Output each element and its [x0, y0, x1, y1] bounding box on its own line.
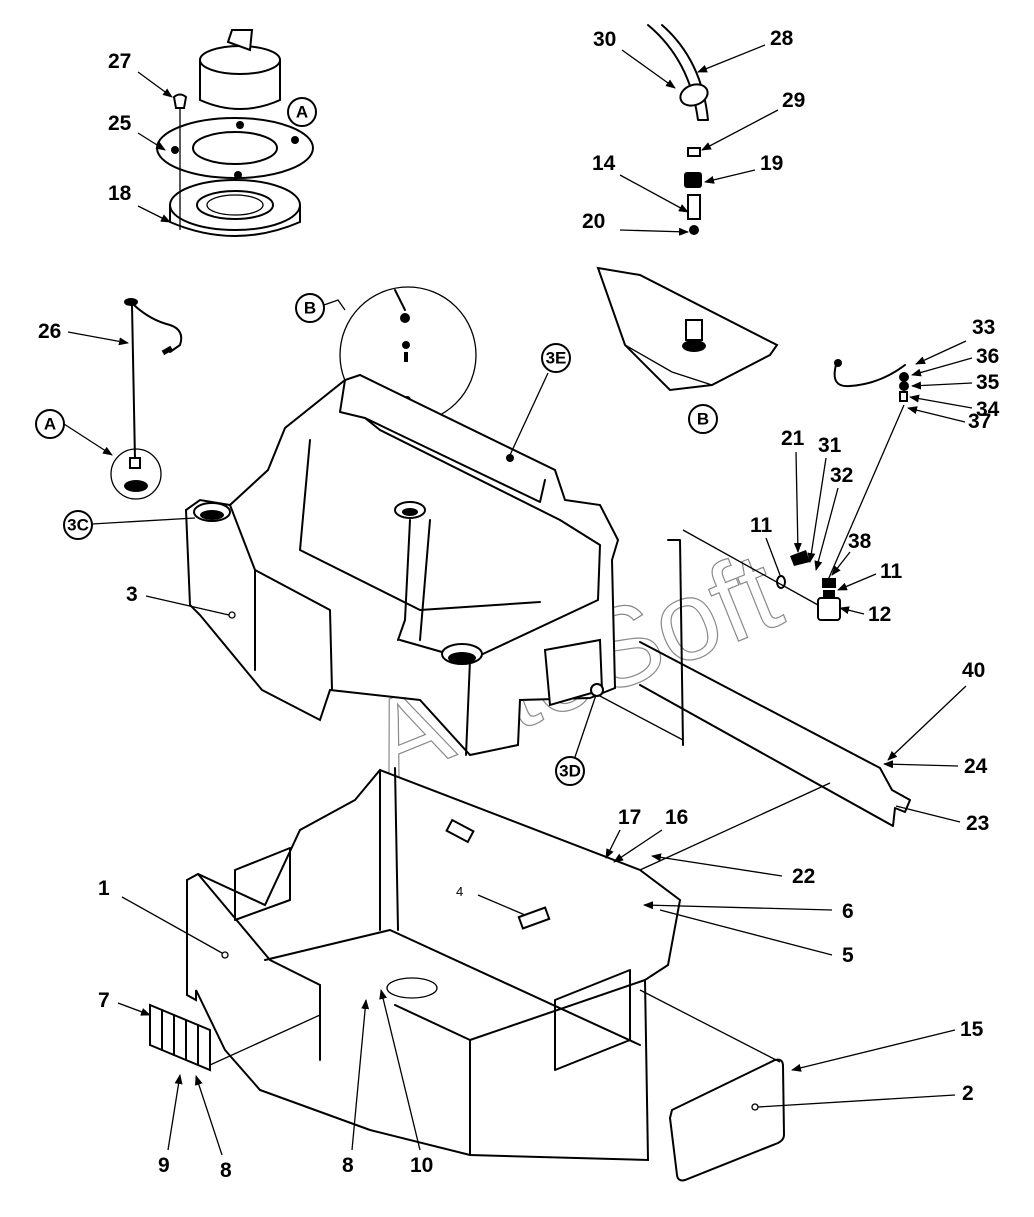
filler-hose-parts [647, 24, 709, 235]
fuel-tank [184, 373, 620, 757]
callout-6: 6 [842, 900, 854, 923]
fuel-sender-flange-assembly [156, 29, 314, 237]
detail-bubble-b-bottom[interactable]: B [688, 404, 718, 434]
callout-40: 40 [962, 659, 985, 682]
callout-2: 2 [962, 1082, 974, 1105]
svg-text:A: A [44, 415, 56, 434]
detail-bubble-a-left[interactable]: A [35, 409, 65, 439]
filler-neck-panel [596, 266, 779, 392]
callout-18: 18 [108, 182, 132, 205]
svg-text:3D: 3D [559, 762, 581, 781]
callout-5: 5 [842, 944, 854, 967]
callout-17: 17 [618, 806, 641, 829]
callout-22: 22 [792, 865, 815, 888]
pickup-fittings [682, 529, 841, 621]
callout-7: 7 [98, 989, 110, 1012]
callout-30: 30 [593, 28, 616, 51]
callout-8: 8 [220, 1159, 232, 1182]
callout-3: 3 [126, 583, 138, 606]
callout-11: 11 [880, 560, 903, 583]
callout-8: 8 [342, 1154, 354, 1177]
access-cover-plate [639, 989, 786, 1182]
detail-bubble-a-top[interactable]: A [287, 97, 317, 127]
callout-29: 29 [782, 89, 805, 112]
fuel-level-sender [110, 298, 183, 500]
callout-14: 14 [592, 152, 616, 175]
callout-26: 26 [38, 320, 61, 343]
detail-bubble-b-left[interactable]: B [295, 293, 325, 323]
callout-1: 1 [98, 877, 110, 900]
callout-33: 33 [972, 316, 995, 339]
callout-28: 28 [770, 27, 794, 50]
callout-19: 19 [760, 152, 783, 175]
callout-15: 15 [960, 1018, 984, 1041]
callout-20: 20 [582, 210, 605, 233]
tank-support-frame [186, 767, 682, 1162]
callout-37: 37 [968, 410, 991, 433]
callout-9: 9 [158, 1154, 170, 1177]
svg-text:A: A [296, 103, 308, 122]
callout-4: 4 [456, 884, 463, 899]
callout-34: 34 [976, 398, 1000, 421]
callout-16: 16 [665, 806, 688, 829]
callout-36: 36 [976, 345, 999, 368]
svg-text:3C: 3C [67, 516, 89, 535]
callout-25: 25 [108, 112, 132, 135]
detail-bubble-3d[interactable]: 3D [555, 756, 585, 786]
callout-12: 12 [868, 603, 891, 626]
svg-text:B: B [697, 410, 709, 429]
svg-text:3E: 3E [546, 349, 567, 368]
svg-text:B: B [304, 299, 316, 318]
callout-24: 24 [964, 755, 988, 778]
callout-23: 23 [966, 812, 989, 835]
callout-38: 38 [848, 530, 872, 553]
callout-35: 35 [976, 371, 1000, 394]
return-line [827, 359, 909, 581]
detail-bubble-3c[interactable]: 3C [63, 510, 93, 540]
step-plate [149, 1003, 321, 1072]
callout-31: 31 [818, 434, 842, 457]
callout-labels: 27 25 18 30 28 29 19 14 20 26 33 36 35 3… [38, 27, 1000, 1182]
callout-10: 10 [410, 1154, 433, 1177]
callout-11: 11 [750, 514, 773, 537]
detail-bubble-3e[interactable]: 3E [541, 343, 571, 373]
callout-21: 21 [781, 427, 805, 450]
tank-strap [597, 539, 911, 871]
callout-32: 32 [830, 464, 853, 487]
callout-27: 27 [108, 50, 131, 73]
